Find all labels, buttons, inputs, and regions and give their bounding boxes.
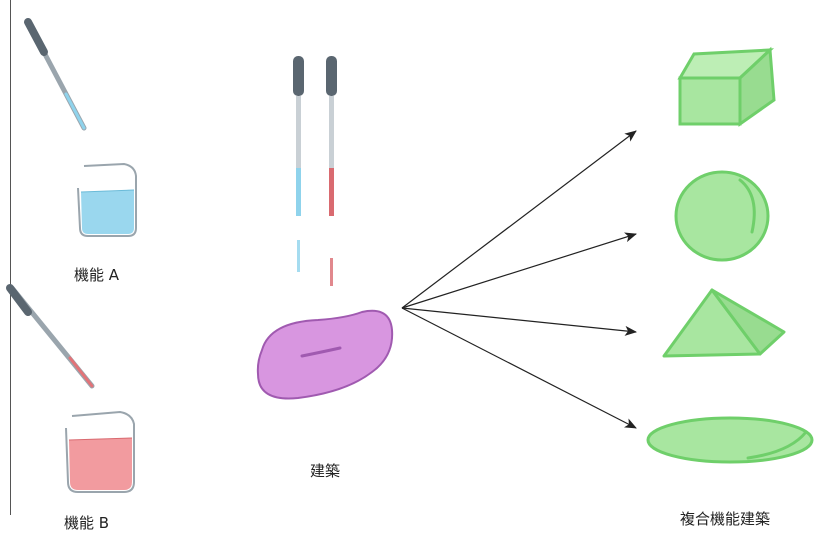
- function-b-label: 機能 B: [64, 512, 109, 533]
- building-blob-icon: [258, 311, 392, 399]
- function-a-label: 機能 A: [74, 264, 119, 285]
- building-label: 建築: [310, 460, 340, 481]
- dropper-a-icon: [28, 22, 84, 128]
- arrow-to-pyramid: [402, 308, 636, 332]
- pyramid-icon: [664, 290, 784, 356]
- arrow-to-cube: [402, 131, 636, 308]
- arrows: [402, 131, 636, 428]
- dropper-b-icon: [10, 288, 92, 386]
- sphere-icon: [676, 172, 768, 260]
- disc-icon: [648, 418, 812, 462]
- dual-dropper-icon: [293, 56, 337, 286]
- arrow-to-disc: [402, 308, 636, 428]
- cube-icon: [680, 50, 774, 124]
- beaker-a-icon: [78, 164, 136, 236]
- beaker-b-icon: [66, 412, 134, 492]
- arrow-to-sphere: [402, 234, 636, 308]
- composite-building-label: 複合機能建築: [680, 508, 770, 529]
